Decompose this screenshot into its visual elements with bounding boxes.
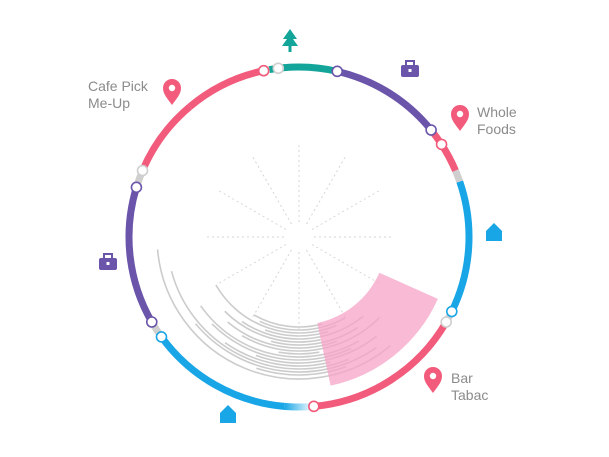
place-label-line: Foods (477, 121, 516, 137)
house-icon-shape (486, 223, 502, 241)
transition-dot (136, 164, 149, 177)
transition-dot (145, 316, 158, 328)
ring-segment-food (313, 320, 450, 410)
place-label-whole-foods: Whole Foods (477, 104, 517, 138)
briefcase-icon-clasp (408, 69, 412, 72)
inner-arc (170, 270, 349, 370)
place-label-line: Tabac (451, 387, 489, 403)
place-label-line: Bar (451, 370, 473, 386)
house-icon-shape (220, 405, 236, 423)
transition-markers (130, 62, 458, 413)
briefcase-icon-handle (103, 253, 113, 258)
ring-segment-work (125, 186, 155, 324)
transition-dot (155, 331, 168, 343)
ring-segment-home (448, 180, 473, 314)
tree-icon-crown (282, 29, 298, 46)
ring-segment-food (139, 104, 192, 172)
briefcase-icon-clasp (106, 262, 110, 265)
transition-dot (440, 316, 453, 328)
place-label-cafe-pick-me-up: Cafe Pick Me-Up (88, 78, 148, 112)
transition-dot (130, 181, 143, 194)
house-icon (486, 223, 502, 241)
map-pin-icon-hole (456, 110, 464, 118)
map-pin-icon-hole (429, 372, 437, 380)
inner-arc (253, 314, 323, 328)
map-pin-icon (424, 367, 442, 393)
place-label-line: Me-Up (88, 95, 131, 111)
briefcase-icon (99, 253, 117, 270)
transition-dot (308, 400, 320, 413)
place-label-line: Cafe Pick (88, 78, 148, 94)
map-pin-icon (163, 79, 181, 105)
ring-segment-food (187, 67, 265, 110)
map-pin-icon-hole (168, 84, 176, 92)
ring-segment-home (158, 334, 285, 410)
briefcase-icon (401, 60, 419, 77)
map-pin-icon-shape (451, 105, 469, 131)
map-pin-icon-shape (163, 79, 181, 105)
current-hour-highlight (317, 272, 438, 386)
house-icon (220, 405, 236, 423)
category-icons (99, 29, 502, 423)
map-pin-icon-shape (424, 367, 442, 393)
inner-arc (224, 342, 331, 367)
transition-dot (425, 124, 437, 136)
map-pin-icon (451, 105, 469, 131)
transition-dot (272, 62, 285, 75)
transition-dot (435, 138, 448, 151)
outer-ring-segments (125, 63, 473, 411)
transition-dot (257, 64, 270, 77)
briefcase-icon-handle (405, 60, 415, 65)
ring-segment-gap (452, 169, 464, 183)
transition-dot (331, 65, 344, 78)
place-label-bar-tabac: Bar Tabac (451, 370, 488, 404)
transition-dot (445, 305, 458, 318)
tree-icon (282, 29, 298, 52)
tree-icon-trunk (288, 46, 292, 52)
place-label-line: Whole (477, 104, 517, 120)
ring-segment-work (336, 67, 434, 133)
inner-arc (224, 310, 321, 343)
inner-arc (278, 351, 320, 355)
